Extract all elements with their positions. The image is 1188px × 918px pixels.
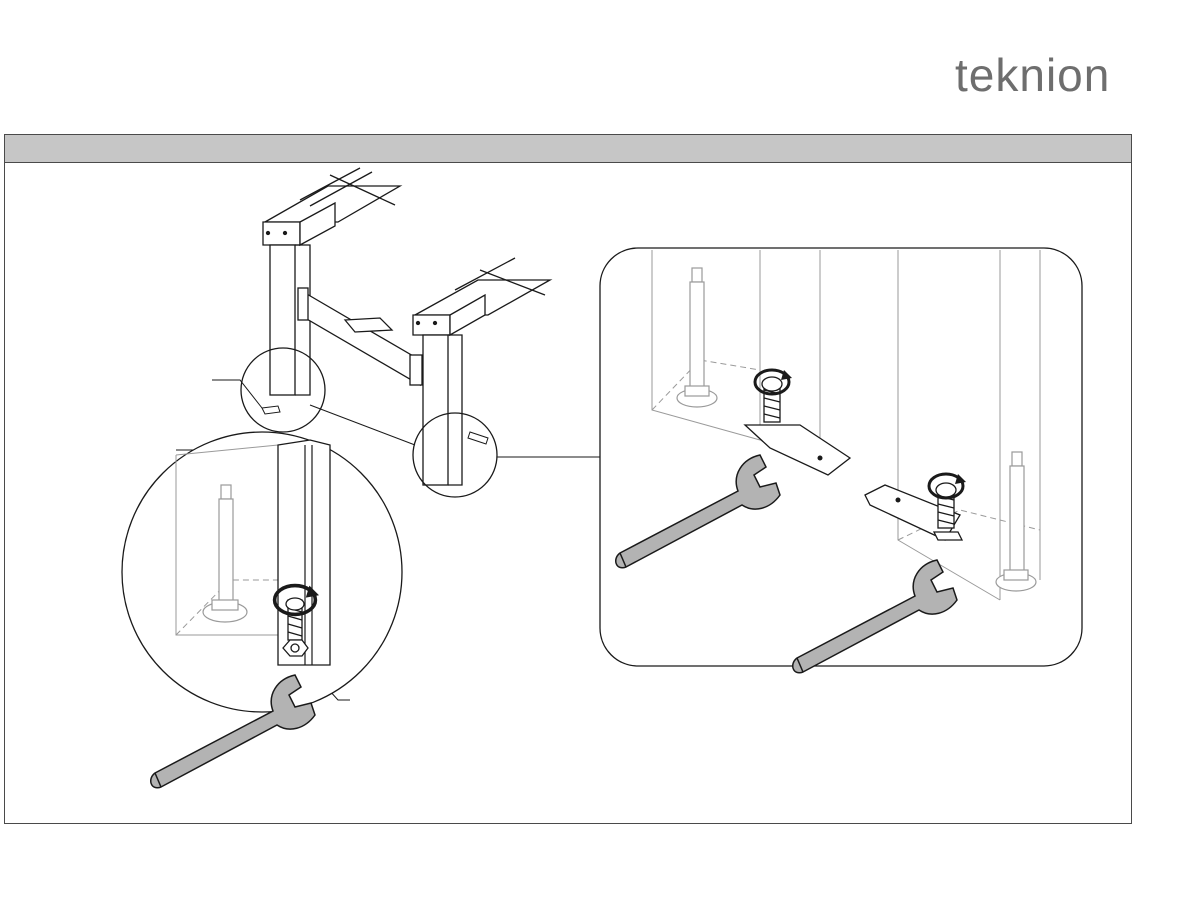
frame-overview — [263, 168, 550, 485]
leg-detail-right — [600, 248, 1082, 666]
bracket-plate-icon — [262, 406, 280, 414]
bracket-plate-icon — [468, 432, 488, 444]
leg-detail-left — [122, 432, 402, 712]
